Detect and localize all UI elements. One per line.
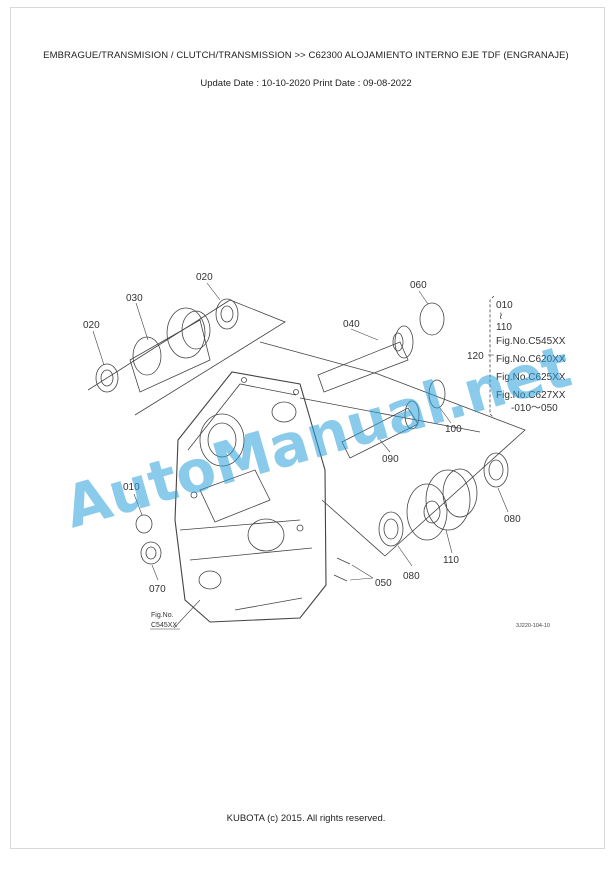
callout-080-right: 080	[504, 514, 521, 525]
bearing-020-top	[215, 298, 239, 330]
fig-ref-c627: Fig.No.C627XX	[496, 390, 566, 401]
callout-100: 100	[445, 424, 462, 435]
fig-note-line1: Fig.No.	[151, 612, 174, 619]
callout-040: 040	[343, 319, 360, 330]
callout-080-lower: 080	[403, 571, 420, 582]
drawing-code: 3J220-104-10	[516, 623, 550, 629]
pins-050	[333, 557, 351, 582]
copyright-footer: KUBOTA (c) 2015. All rights reserved.	[226, 813, 386, 824]
plate-outline	[87, 299, 286, 416]
page-frame	[10, 7, 605, 849]
shaft-040	[317, 325, 414, 393]
fig-ref-c545: Fig.No.C545XX	[496, 336, 566, 347]
callout-110: 110	[443, 555, 459, 566]
page-title: EMBRAGUE/TRANSMISION / CLUTCH/TRANSMISSI…	[43, 50, 569, 61]
callout-090: 090	[382, 454, 399, 465]
bearing-080-lower	[378, 511, 404, 547]
callout-020-top: 020	[196, 272, 213, 283]
assembly-outline	[259, 341, 526, 557]
fig-ref-c625: Fig.No.C625XX	[496, 372, 566, 383]
seal-010	[135, 514, 153, 534]
date-line: Update Date : 10-10-2020 Print Date : 09…	[200, 78, 412, 89]
callout-070: 070	[149, 584, 166, 595]
callout-050: 050	[375, 578, 392, 589]
o-ring-100	[428, 379, 446, 409]
fig-range-end: -010～050	[511, 403, 558, 414]
bearing-080-right	[483, 452, 509, 488]
callout-030: 030	[126, 293, 143, 304]
callout-060: 060	[410, 280, 427, 291]
seal-070	[140, 541, 162, 565]
fig-note-line2: C545XX	[151, 622, 177, 629]
callout-120: 120	[467, 351, 484, 362]
o-ring-060	[419, 302, 445, 336]
housing	[174, 371, 327, 623]
watermark: AutoManual.net	[57, 332, 578, 541]
bearing-020-left	[95, 363, 119, 393]
fig-range-bottom: 110	[496, 322, 512, 333]
fig-ref-c620: Fig.No.C620XX	[496, 354, 566, 365]
shaft-090	[341, 400, 420, 459]
fig-range-sym: ≀	[499, 311, 503, 322]
fig-range-top: 010	[496, 300, 513, 311]
gear-110	[406, 468, 478, 541]
callout-020-left: 020	[83, 320, 100, 331]
callout-010: 010	[123, 482, 140, 493]
